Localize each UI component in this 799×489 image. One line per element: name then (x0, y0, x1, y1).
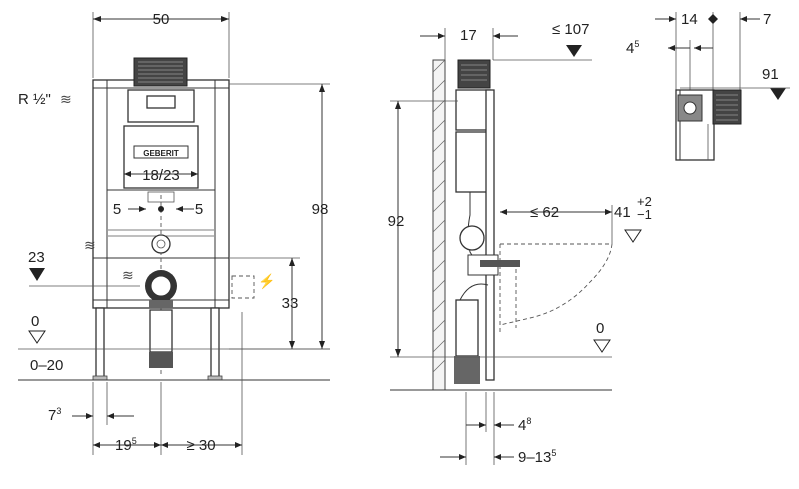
detail-width-label: 14 (681, 11, 698, 28)
bowl-height-label: 41 (614, 204, 631, 221)
plate-gap-label: 18/23 (142, 167, 180, 184)
side-view: 17 ≤ 107 92 ≤ 62 (388, 21, 652, 466)
left-offset-label: 5 (113, 201, 121, 218)
center-offset-label: 195 (115, 436, 137, 454)
side-clearance-label: ≥ 30 (186, 437, 215, 454)
water-inlet-level-label: 23 (28, 249, 45, 266)
brand-logo: GEBERIT (143, 149, 179, 158)
frame-depth-label: 17 (460, 27, 477, 44)
supply-icon: ≋ (60, 91, 72, 107)
floor-level-label: 0 (31, 313, 39, 330)
front-height-label: 98 (312, 201, 329, 218)
bowl-tol-minus: −1 (637, 207, 652, 222)
detail-view: 14 7 45 91 (626, 11, 790, 161)
drain-height-label: 33 (282, 295, 299, 312)
front-width-label: 50 (153, 11, 170, 28)
foot-offset-label: 73 (48, 406, 61, 424)
side-floor-label: 0 (596, 320, 604, 337)
side-height-label: 92 (388, 213, 405, 230)
bowl-tol-plus: +2 (637, 194, 652, 209)
right-margin-label: 7 (763, 11, 771, 28)
front-view: 50 GEBERIT 18/23 (18, 11, 330, 455)
range-label: 9–135 (518, 448, 556, 466)
bowl-depth-label: ≤ 62 (530, 204, 559, 221)
water-inlet-icon: ≋ (122, 267, 134, 283)
pipe-offset-label: 48 (518, 416, 531, 434)
supply-icon-lower: ≋ (84, 237, 96, 253)
top-level-label: 91 (762, 66, 779, 83)
supply-label: R ½" (18, 91, 51, 108)
electric-icon: ⚡ (258, 273, 275, 290)
right-offset-label: 5 (195, 201, 203, 218)
left-margin-label: 45 (626, 39, 639, 57)
floor-range-label: 0–20 (30, 357, 63, 374)
max-depth-label: ≤ 107 (552, 21, 589, 38)
water-level-marker (29, 268, 45, 281)
